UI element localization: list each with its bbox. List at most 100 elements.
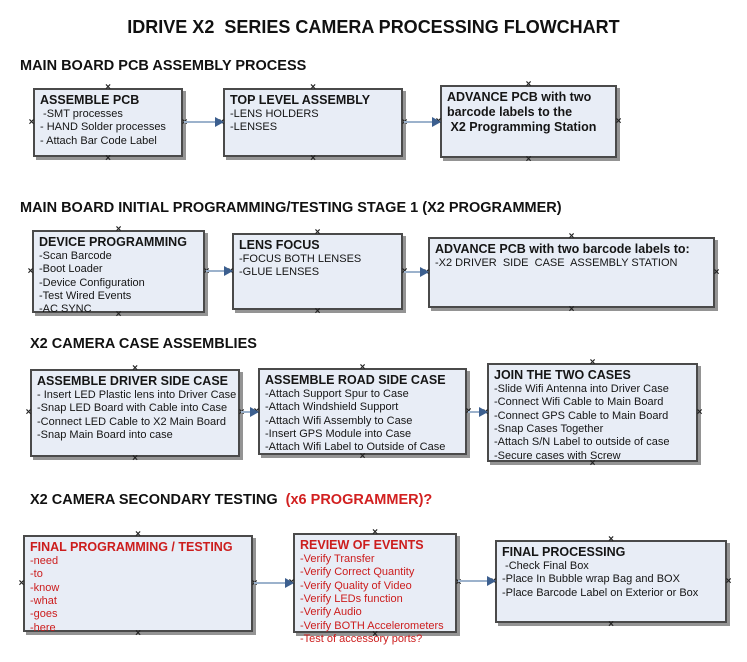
connection-handle-icon: × [525, 79, 532, 90]
box-step: -Attach Wifi Label to Outside of Case [265, 441, 446, 454]
connection-handle-icon: × [568, 304, 575, 315]
connector-arrow [241, 407, 259, 417]
box-step: -AC SYNC [39, 303, 92, 316]
box-step: -Connect GPS Cable to Main Board [494, 409, 669, 422]
box-step: -Attach Wifi Assembly to Case [265, 414, 413, 427]
box-title: FINAL PROCESSING [502, 545, 626, 559]
box-step: -GLUE LENSES [239, 266, 320, 279]
connector-arrow [404, 267, 429, 277]
box-title: FINAL PROGRAMMING / TESTING [30, 540, 233, 554]
box-title: REVIEW OF EVENTS [300, 538, 424, 552]
connection-handle-icon: × [135, 628, 141, 639]
box-step: -Snap Main Board into case [37, 428, 173, 441]
flow-box-assemble-road-side-case: ASSEMBLE ROAD SIDE CASE -Attach Support … [254, 363, 472, 462]
connection-handle-icon: × [314, 227, 321, 238]
connection-handle-icon: × [314, 306, 321, 317]
section-heading-secondary-testing: X2 CAMERA SECONDARY TESTING (x6 PROGRAMM… [30, 492, 432, 508]
box-title: JOIN THE TWO CASES [494, 368, 631, 382]
box-title: TOP LEVEL ASSEMBLY [230, 93, 371, 107]
box-step: -Verify Correct Quantity [300, 566, 415, 579]
box-step: -Test of accessory ports? [300, 633, 423, 646]
box-step: -Device Configuration [39, 276, 145, 289]
box-title: LENS FOCUS [239, 238, 320, 252]
flow-box-top-level-assembly: TOP LEVEL ASSEMBLY -LENS HOLDERS -LENSES… [219, 83, 408, 164]
box-step: -Secure cases with Screw [494, 449, 621, 462]
connection-handle-icon: × [115, 309, 122, 320]
box-step: - Insert LED Plastic lens into Driver Ca… [37, 388, 237, 401]
flow-box-final-processing: FINAL PROCESSING -Check Final Box -Place… [491, 535, 732, 630]
connector-arrow [206, 266, 233, 276]
flow-box-assemble-driver-side-case: ASSEMBLE DRIVER SIDE CASE - Insert LED P… [26, 364, 245, 464]
connection-handle-icon: × [359, 362, 366, 373]
box-step: -Connect LED Cable to X2 Main Board [37, 415, 226, 428]
box-step: -Check Final Box [502, 559, 589, 572]
arrowhead-icon [432, 117, 441, 127]
connector-arrow [468, 407, 488, 417]
connection-handle-icon: × [589, 458, 596, 469]
connection-handle-icon: × [525, 154, 532, 165]
connection-handle-icon: × [359, 451, 366, 462]
box-title: ASSEMBLE ROAD SIDE CASE [265, 373, 446, 387]
connection-handle-icon: × [372, 527, 378, 538]
box-step: -what [30, 594, 57, 607]
section-heading-case-assemblies: X2 CAMERA CASE ASSEMBLIES [30, 336, 257, 352]
flow-box-advance-pcb-to-programming-station: ADVANCE PCB with two barcode labels to t… [436, 80, 622, 165]
connection-handle-icon: × [25, 407, 32, 418]
box-step: -X2 DRIVER SIDE CASE ASSEMBLY STATION [435, 256, 678, 269]
box-step: - HAND Solder processes [40, 121, 166, 134]
box-step: -to [30, 568, 43, 581]
flow-box-join-the-two-cases: JOIN THE TWO CASES -Slide Wifi Antenna i… [483, 358, 703, 469]
section-heading-initial-programming: MAIN BOARD INITIAL PROGRAMMING/TESTING S… [20, 200, 562, 216]
connection-handle-icon: × [713, 266, 720, 278]
box-step: -Test Wired Events [39, 289, 132, 302]
arrowhead-icon [487, 576, 496, 586]
connection-handle-icon: × [615, 115, 622, 127]
connection-handle-icon: × [608, 619, 614, 630]
flow-box-review-of-events: REVIEW OF EVENTS -Verify Transfer -Verif… [289, 528, 462, 646]
box-step: -Verify Transfer [300, 552, 375, 565]
box-step: - Attach Bar Code Label [40, 134, 157, 147]
connector-arrow [458, 576, 496, 586]
box-title: ADVANCE PCB with two barcode labels to: [435, 242, 690, 256]
connection-handle-icon: × [105, 153, 111, 164]
connection-handle-icon: × [135, 529, 141, 540]
connection-handle-icon: × [105, 82, 111, 93]
box-step: -Verify Quality of Video [300, 579, 412, 592]
box-step: -Verify BOTH Accelerometers [300, 619, 444, 632]
box-step: -Scan Barcode [39, 249, 112, 262]
connection-handle-icon: × [132, 453, 138, 464]
connection-handle-icon: × [132, 363, 138, 374]
box-step: -need [30, 554, 59, 567]
box-title: ADVANCE PCB with two barcode labels to t… [447, 90, 597, 134]
connection-handle-icon: × [18, 577, 25, 589]
box-step: -know [30, 581, 60, 594]
connector-arrow [254, 578, 294, 588]
box-step: -Insert GPS Module into Case [265, 427, 412, 440]
connector-arrow [404, 117, 441, 127]
arrowhead-icon [285, 578, 294, 588]
box-step: -here [30, 621, 56, 634]
connection-handle-icon: × [568, 231, 575, 242]
box-step: -Boot Loader [39, 263, 103, 276]
connection-handle-icon: × [27, 265, 34, 277]
connection-handle-icon: × [115, 224, 122, 235]
connector-arrow [184, 117, 224, 127]
flow-box-advance-pcb-to-case-assembly: ADVANCE PCB with two barcode labels to: … [424, 232, 720, 315]
heading-text: X2 CAMERA SECONDARY TESTING [30, 492, 282, 508]
box-step: -LENSES [230, 121, 278, 134]
box-step: -Attach Windshield Support [265, 401, 399, 414]
connection-handle-icon: × [310, 153, 316, 164]
connection-handle-icon: × [608, 534, 614, 545]
connection-handle-icon: × [725, 575, 732, 587]
box-step: -Verify Audio [300, 606, 362, 619]
flow-box-lens-focus: LENS FOCUS -FOCUS BOTH LENSES -GLUE LENS… [228, 228, 408, 317]
box-step: -Snap Cases Together [494, 422, 604, 435]
arrowhead-icon [215, 117, 224, 127]
heading-highlight: (x6 PROGRAMMER)? [281, 492, 433, 508]
connection-handle-icon: × [455, 577, 462, 588]
box-step: -SMT processes [40, 107, 123, 120]
flow-box-device-programming: DEVICE PROGRAMMING -Scan Barcode -Boot L… [28, 225, 210, 320]
arrowhead-icon [479, 407, 488, 417]
box-step: -Attach S/N Label to outside of case [494, 436, 670, 449]
